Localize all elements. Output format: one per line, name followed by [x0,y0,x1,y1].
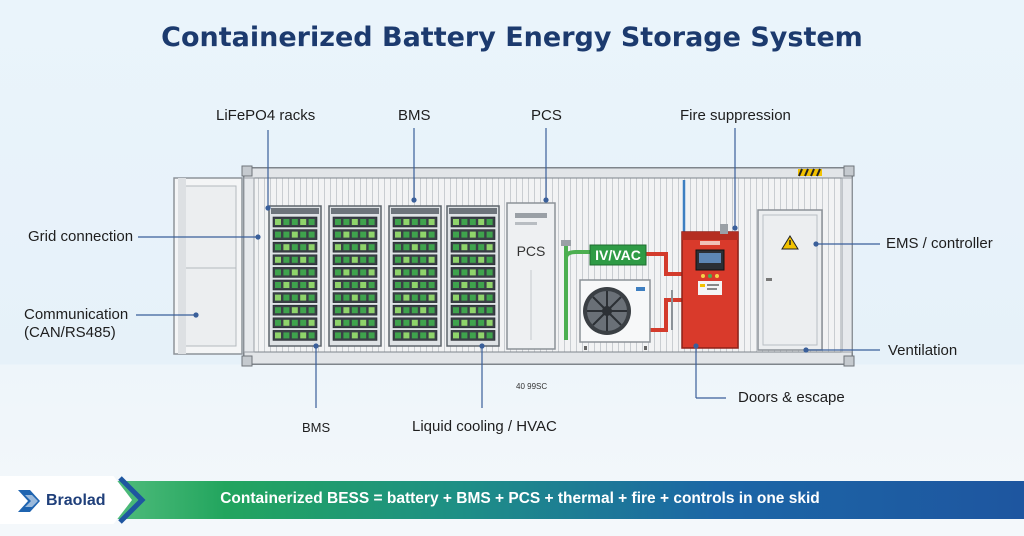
label-communication: Communication [24,306,129,323]
footer-tagline: Containerized BESS = battery + BMS + PCS… [220,490,820,507]
open-container-door [173,177,243,355]
brand-logo-panel [0,476,132,524]
leader-lines [136,128,880,408]
hvac-sign: IV/VAC [589,244,647,266]
diagram-title: Containerized Battery Energy Storage Sys… [161,22,863,53]
hvac-sign-label: IV/VAC [595,247,641,263]
pcs-cabinet-label: PCS [517,243,546,259]
label-grid-connection: Grid connection [28,228,134,245]
label-lifepo4-racks: LiFePO4 racks [216,107,316,124]
label-ems-controller: EMS / controller [886,235,993,252]
label-liquid-cooling-hvac: Liquid cooling / HVAC [412,418,557,435]
brand-name: Braolad [46,492,106,509]
hazard-stripe [798,168,822,177]
footer-banner [0,481,1024,519]
battery-rack [268,205,322,347]
label-ventilation: Ventilation [888,342,958,359]
fire-suppression-cabinet [681,224,739,349]
cooling-pipes [561,180,686,340]
ems-controller-room-door [757,209,823,351]
fan-icon [583,287,631,335]
hvac-outdoor-unit [579,279,651,350]
warning-icon [781,235,799,250]
label-doors-escape: Doors & escape [738,389,845,406]
battery-rack [446,205,500,347]
battery-rack [388,205,442,347]
lifepo4-battery-racks [268,205,500,347]
label-pcs-top: PCS [531,107,562,124]
label-communication-protocol: (CAN/RS485) [24,324,116,341]
pcs-cabinet: PCS [506,202,556,350]
footer-chevron-icon [118,476,146,524]
dimension-marking: 40 99SC [516,382,548,391]
label-fire-suppression: Fire suppression [680,107,791,124]
label-bms-bottom: BMS [302,420,331,435]
brand-arrow-icon [18,490,40,512]
battery-rack [328,205,382,347]
label-bms-top: BMS [398,107,431,124]
